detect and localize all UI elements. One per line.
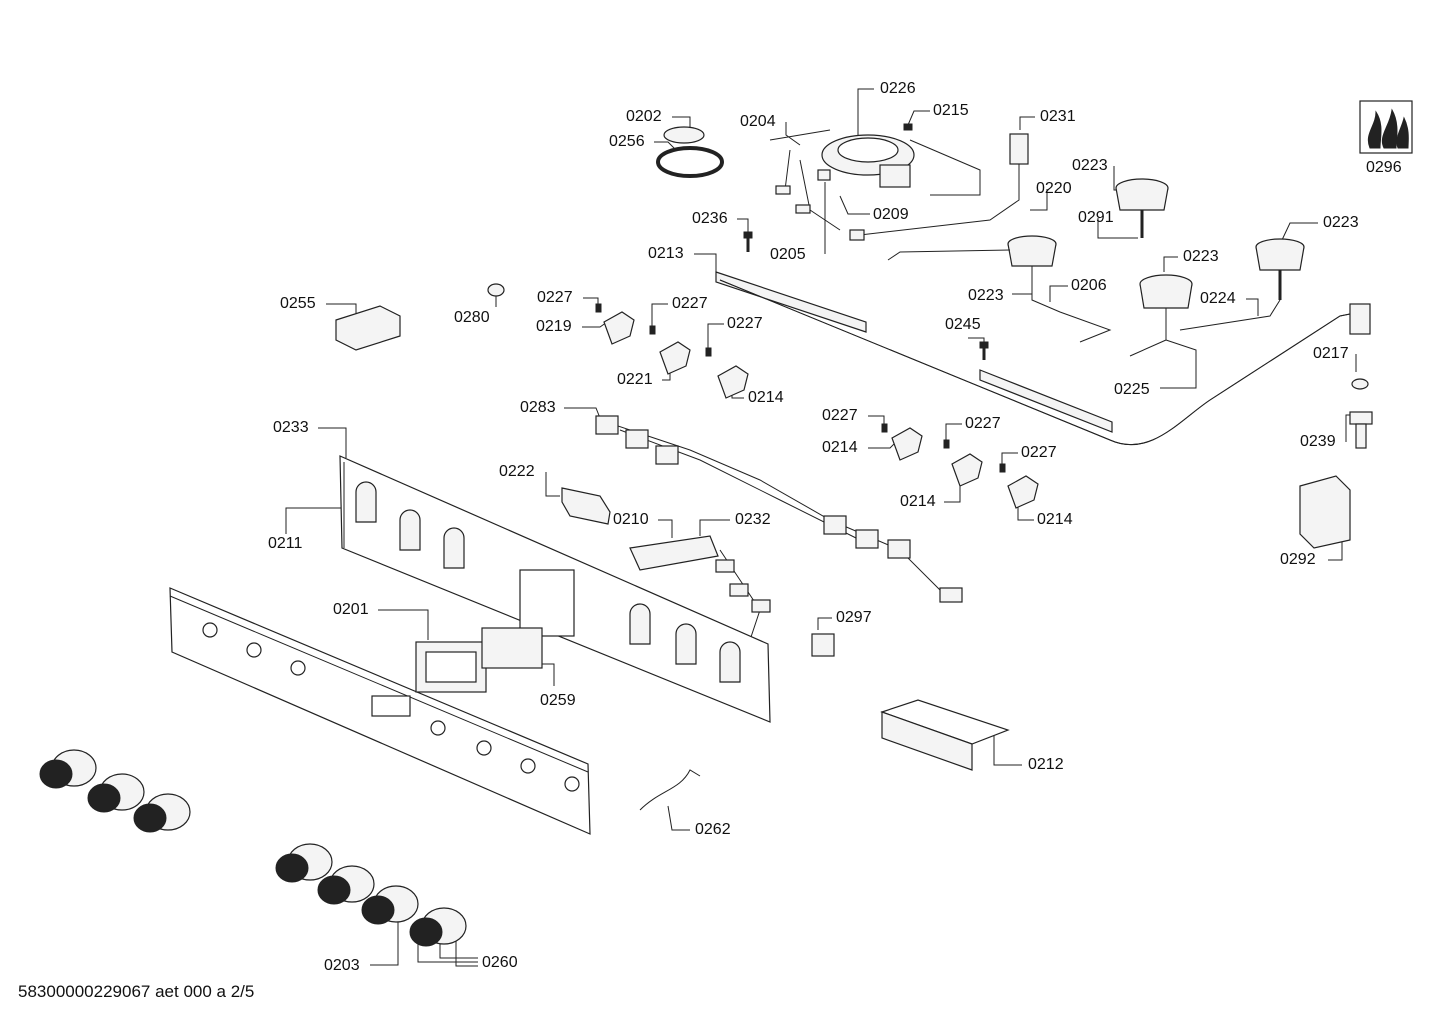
part-label-0227: 0227 — [727, 315, 763, 332]
burner-cup-2 — [887, 235, 1112, 343]
connection-cable — [639, 769, 701, 811]
control-knobs — [39, 749, 467, 947]
burner-ring-seal — [656, 146, 724, 178]
washer — [1351, 378, 1369, 390]
part-label-0227: 0227 — [672, 295, 708, 312]
part-label-0233: 0233 — [273, 419, 309, 436]
part-label-0223: 0223 — [1323, 214, 1359, 231]
part-label-0203: 0203 — [324, 957, 360, 974]
part-label-0231: 0231 — [1040, 108, 1076, 125]
part-label-0215: 0215 — [933, 102, 969, 119]
part-label-0214: 0214 — [1037, 511, 1073, 528]
gas-valve-6 — [1007, 475, 1039, 509]
part-label-0255: 0255 — [280, 295, 316, 312]
part-label-0227: 0227 — [537, 289, 573, 306]
part-label-0212: 0212 — [1028, 756, 1064, 773]
display-module — [481, 627, 543, 669]
part-label-0204: 0204 — [740, 113, 776, 130]
part-label-0223: 0223 — [968, 287, 1004, 304]
part-label-0259: 0259 — [540, 692, 576, 709]
part-label-0206: 0206 — [1071, 277, 1107, 294]
part-label-0214: 0214 — [900, 493, 936, 510]
part-label-0227: 0227 — [1021, 444, 1057, 461]
part-label-0296: 0296 — [1366, 159, 1402, 176]
part-label-0205: 0205 — [770, 246, 806, 263]
part-label-0227: 0227 — [822, 407, 858, 424]
gas-valve-1 — [603, 311, 635, 345]
bracket-clip — [817, 169, 831, 181]
part-label-0222: 0222 — [499, 463, 535, 480]
wiring-harness — [595, 415, 963, 603]
part-label-0210: 0210 — [613, 511, 649, 528]
gas-flame-icon — [1359, 100, 1413, 154]
burner-cup-1 — [1115, 178, 1169, 238]
terminal-harness — [715, 549, 771, 641]
part-label-0214: 0214 — [748, 389, 784, 406]
connector-bolt — [1349, 411, 1373, 449]
part-label-0221: 0221 — [617, 371, 653, 388]
control-panel-rear — [339, 455, 771, 723]
part-label-0280: 0280 — [454, 309, 490, 326]
burner-cup-4 — [1129, 274, 1281, 380]
gas-valve-5 — [951, 453, 983, 487]
part-label-0297: 0297 — [836, 609, 872, 626]
part-label-0213: 0213 — [648, 245, 684, 262]
part-label-0224: 0224 — [1200, 290, 1236, 307]
terminal-strip — [629, 535, 719, 571]
injector-nozzle — [849, 133, 1029, 241]
part-label-0202: 0202 — [626, 108, 662, 125]
screw — [743, 231, 753, 252]
part-label-0223: 0223 — [1183, 248, 1219, 265]
part-label-0292: 0292 — [1280, 551, 1316, 568]
part-label-0214: 0214 — [822, 439, 858, 456]
part-label-0220: 0220 — [1036, 180, 1072, 197]
main-burner-assembly — [769, 129, 981, 231]
burner-cup-3 — [1255, 238, 1305, 300]
gas-valve-2 — [659, 341, 691, 375]
part-label-0217: 0217 — [1313, 345, 1349, 362]
valve-screws — [595, 303, 1006, 473]
mounting-bracket — [561, 487, 611, 525]
part-label-0201: 0201 — [333, 601, 369, 618]
part-label-0227: 0227 — [965, 415, 1001, 432]
part-label-0256: 0256 — [609, 133, 645, 150]
part-label-0232: 0232 — [735, 511, 771, 528]
part-label-0223: 0223 — [1072, 157, 1108, 174]
gas-regulator — [1299, 475, 1351, 549]
part-label-0245: 0245 — [945, 316, 981, 333]
part-label-0260: 0260 — [482, 954, 518, 971]
part-label-0291: 0291 — [1078, 209, 1114, 226]
part-label-0211: 0211 — [268, 535, 303, 552]
part-label-0225: 0225 — [1114, 381, 1150, 398]
part-label-0283: 0283 — [520, 399, 556, 416]
part-label-0219: 0219 — [536, 318, 572, 335]
control-panel-front — [169, 587, 591, 835]
cable-clip — [487, 283, 505, 297]
burner-cap — [663, 126, 705, 144]
part-label-0209: 0209 — [873, 206, 909, 223]
part-label-0226: 0226 — [880, 80, 916, 97]
gas-valve-4 — [891, 427, 923, 461]
part-label-0236: 0236 — [692, 210, 728, 227]
small-switch — [811, 633, 835, 657]
gas-valve-3 — [717, 365, 749, 399]
cover-box — [880, 699, 1010, 771]
rail-screw — [979, 341, 989, 360]
document-id: 58300000229067 aet 000 a 2/5 — [18, 982, 255, 1001]
switch-block — [335, 305, 401, 351]
part-label-0239: 0239 — [1300, 433, 1336, 450]
small-screw — [903, 123, 913, 131]
part-label-0262: 0262 — [695, 821, 731, 838]
gas-rail-bar — [715, 271, 1371, 446]
